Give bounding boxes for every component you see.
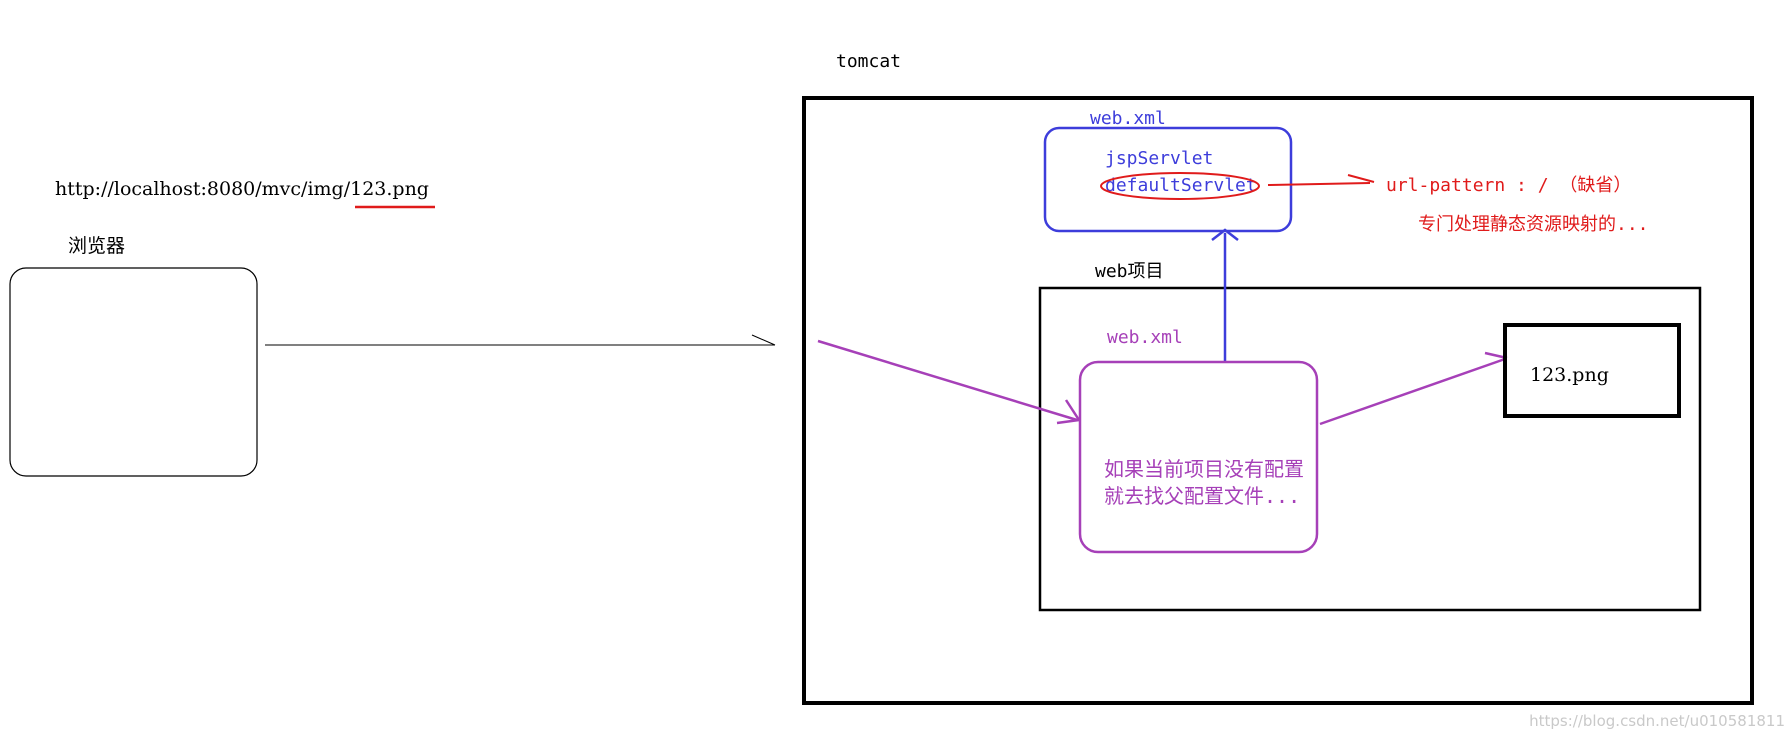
annotation-arrowhead [1347,174,1375,183]
browser-label: 浏览器 [68,235,125,257]
tomcat-label: tomcat [836,51,901,72]
web-project-label: web项目 [1095,261,1164,282]
resource-file-box [1503,323,1681,418]
project-web-xml-line1: 如果当前项目没有配置 [1104,457,1304,481]
web-project-box [1038,286,1702,612]
static-resource-note: 专门处理静态资源映射的... [1418,214,1649,235]
watermark: https://blog.csdn.net/u010581811 [1529,712,1785,730]
fallback-arrowhead [1211,228,1239,241]
server-web-xml-label: web.xml [1090,108,1166,129]
request-arrowhead [751,334,776,346]
project-web-xml-line2: 就去找父配置文件... [1104,484,1300,508]
project-web-xml-box [1078,360,1319,554]
resource-arrow [1319,357,1506,426]
resource-file-label: 123.png [1530,364,1609,386]
browser-box [9,267,258,477]
url-pattern-note: url-pattern : / （缺省） [1386,175,1631,196]
jsp-servlet-entry: jspServlet [1105,148,1213,169]
incoming-request-arrowhead [1056,399,1082,425]
server-web-xml-box [1043,126,1293,233]
tomcat-box [802,96,1754,705]
browser-url: http://localhost:8080/mvc/img/123.png [55,178,429,200]
default-servlet-entry: defaultServlet [1105,175,1257,196]
incoming-request-arrow [817,339,1078,422]
project-web-xml-label: web.xml [1107,327,1183,348]
annotation-arrow [1267,182,1371,186]
default-servlet-highlight [1100,172,1260,200]
